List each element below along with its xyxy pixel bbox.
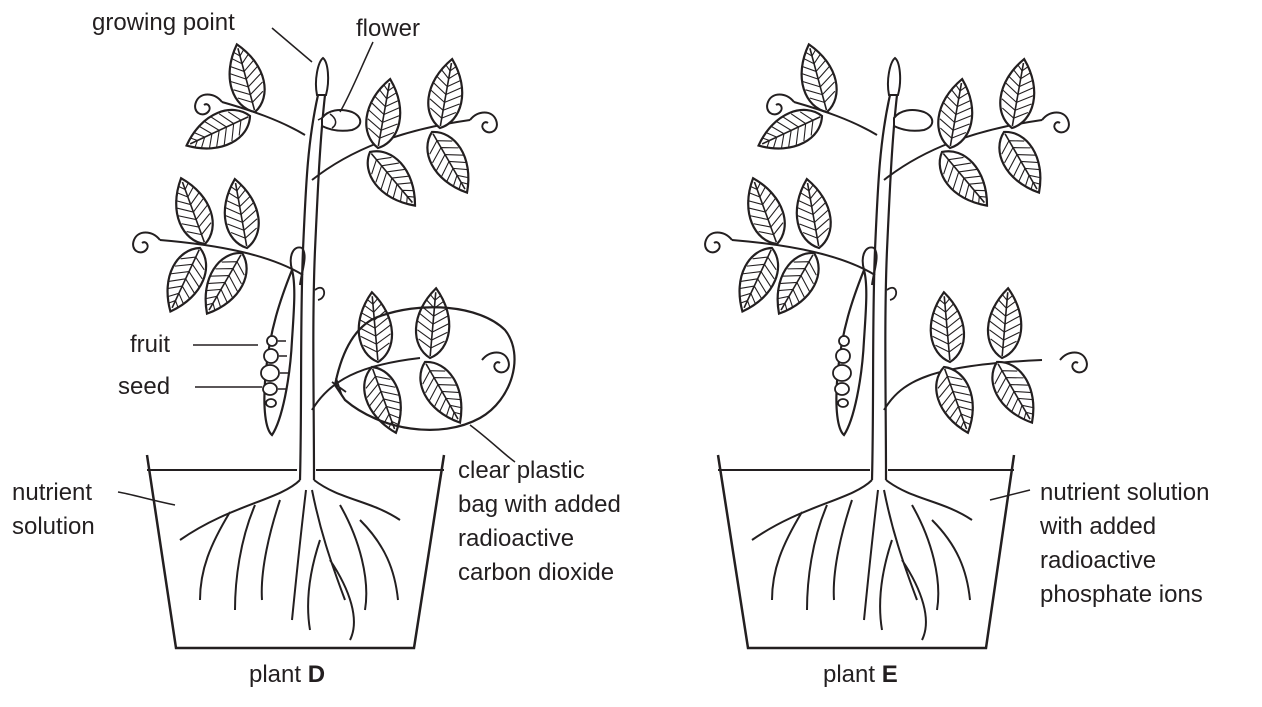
roots-e [752,480,972,640]
plant-d [118,28,515,648]
label-e-solution-line3: radioactive [1040,546,1156,576]
stem-d [300,95,318,480]
roots-d [180,480,400,640]
flower-e [894,110,932,131]
caption-plant-d-letter: D [308,661,325,688]
caption-plant-e-prefix: plant [823,661,882,688]
label-growing-point: growing point [92,8,235,38]
label-e-solution-line1: nutrient solution [1040,478,1209,508]
label-bag-line3: radioactive [458,524,574,554]
label-fruit: fruit [130,330,170,360]
caption-plant-e: plant E [823,660,898,690]
label-flower: flower [356,14,420,44]
caption-plant-e-letter: E [882,661,898,688]
leader-lines-e [990,490,1030,500]
label-bag-line4: carbon dioxide [458,558,614,588]
label-nutrient-solution-line1: nutrient [12,478,92,508]
label-nutrient-solution-line2: solution [12,512,95,542]
flower-d [322,110,360,131]
label-seed: seed [118,372,170,402]
caption-plant-d: plant D [249,660,325,690]
label-e-solution-line4: phosphate ions [1040,580,1203,610]
growing-point-e [888,58,900,95]
label-bag-line1: clear plastic [458,456,585,486]
label-bag-line2: bag with added [458,490,621,520]
label-e-solution-line2: with added [1040,512,1156,542]
stem-e [872,95,890,480]
plant-e [705,40,1087,648]
growing-point-d [316,58,328,95]
caption-plant-d-prefix: plant [249,661,308,688]
